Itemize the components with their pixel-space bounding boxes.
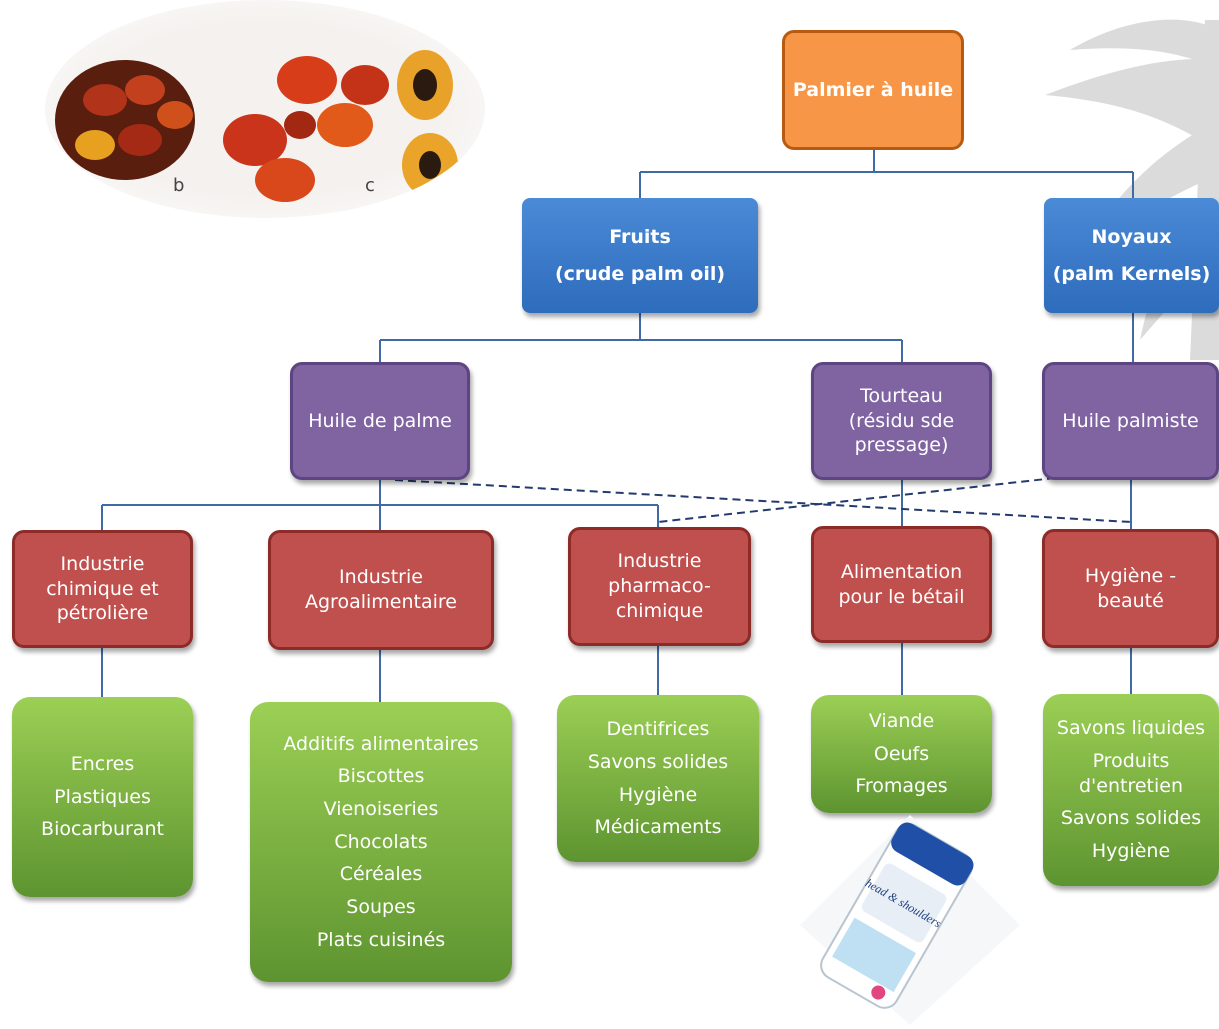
huile-palmiste-label: Huile palmiste [1062,409,1199,432]
industry-pharma-line-3: chimique [615,599,704,622]
photo-label-b: b [173,175,185,196]
noyaux-subtitle: (palm Kernels) [1052,262,1211,285]
fruits-subtitle: (crude palm oil) [554,262,726,285]
industry-pharma-line-2: pharmaco- [608,575,711,598]
industry-alimentation-line-1: Alimentation [840,560,963,583]
product-item: Plastiques [54,785,151,808]
product-item: Savons solides [587,750,729,773]
connector-palmiste-to-pharma-dashed [657,477,1056,523]
industry-hygiene-line-2: beauté [1097,589,1164,612]
product-item: Céréales [339,863,423,886]
industry-chimique-line-3: pétrolière [56,602,149,625]
fruit-bunch-icon [55,60,195,180]
tourteau-line-1: Tourteau [860,384,943,407]
product-node-betail: Viande Oeufs Fromages [811,695,992,813]
level1-node-fruits: Fruits (crude palm oil) [522,198,758,313]
product-item: Produits d'entretien [1078,749,1183,797]
photo-label-c: c [365,175,375,196]
product-item: Savons solides [1060,807,1202,830]
product-item: Encres [70,752,135,775]
product-item: Biocarburant [41,818,164,841]
product-item: Plats cuisinés [316,928,446,951]
industry-pharma-line-1: Industrie [617,550,702,573]
product-item: Médicaments [594,816,722,839]
industry-hygiene-line-1: Hygiène - [1084,564,1177,587]
industry-alimentation-line-2: pour le bétail [838,585,965,608]
root-node-palmier-a-huile: Palmier à huile [782,30,964,150]
level2-node-huile-de-palme: Huile de palme [290,362,470,480]
palm-fruit-drawing [55,50,458,202]
industry-node-agroalimentaire: Industrie Agroalimentaire [268,530,494,650]
industry-node-alimentation-betail: Alimentation pour le bétail [811,526,992,643]
industry-agro-line-1: Industrie [339,566,423,589]
product-item: Fromages [855,775,948,798]
huile-de-palme-label: Huile de palme [308,409,452,432]
product-item: Chocolats [334,830,428,853]
product-item: Hygiène [1091,840,1171,863]
product-item: Viande [868,709,935,732]
product-node-pharmaco: Dentifrices Savons solides Hygiène Médic… [557,695,759,862]
product-node-hygiene: Savons liquides Produits d'entretien Sav… [1043,694,1219,886]
industry-node-chimique-petroliere: Industrie chimique et pétrolière [12,530,193,648]
fruits-title: Fruits [609,225,671,248]
tourteau-line-3: pressage) [854,434,949,457]
root-label: Palmier à huile [792,78,954,101]
shampoo-bottle-icon: head & shoulders [800,815,1020,1025]
level2-node-huile-palmiste: Huile palmiste [1042,362,1219,480]
level2-node-tourteau: Tourteau (résidu sde pressage) [811,362,992,480]
palm-fruit-photo: b c [45,0,485,218]
level1-node-noyaux: Noyaux (palm Kernels) [1044,198,1219,313]
industry-agro-line-2: Agroalimentaire [305,591,457,613]
connector-industry-products [101,643,1132,702]
product-node-agroalimentaire: Additifs alimentaires Biscottes Vienoise… [250,702,512,982]
connector-huile-palme-to-industries [101,480,659,530]
tourteau-line-2: (résidu sde [848,409,955,432]
product-item: Biscottes [337,765,425,788]
product-item: Hygiène [618,783,698,806]
connector-fruits-to-level2 [379,313,903,362]
product-item: Savons liquides [1056,717,1206,740]
product-item: Additifs alimentaires [283,732,479,755]
industry-chimique-line-2: chimique et [46,577,159,600]
shampoo-bottle-photo: head & shoulders [780,815,1020,1025]
product-node-chimique: Encres Plastiques Biocarburant [12,697,193,897]
connector-huile-palme-to-hygiene-dashed [394,479,1132,523]
connector-root-to-level1 [639,150,1134,198]
product-item: Oeufs [873,742,930,765]
industry-chimique-line-1: Industrie [60,552,145,575]
product-item: Dentifrices [606,718,710,741]
product-item: Soupes [346,896,416,919]
noyaux-title: Noyaux [1091,225,1172,248]
palm-fruits-icon [223,56,389,202]
industry-node-pharmaco-chimique: Industrie pharmaco- chimique [568,527,751,646]
industry-node-hygiene-beaute: Hygiène - beauté [1042,529,1219,648]
product-item: Vienoiseries [323,797,439,820]
